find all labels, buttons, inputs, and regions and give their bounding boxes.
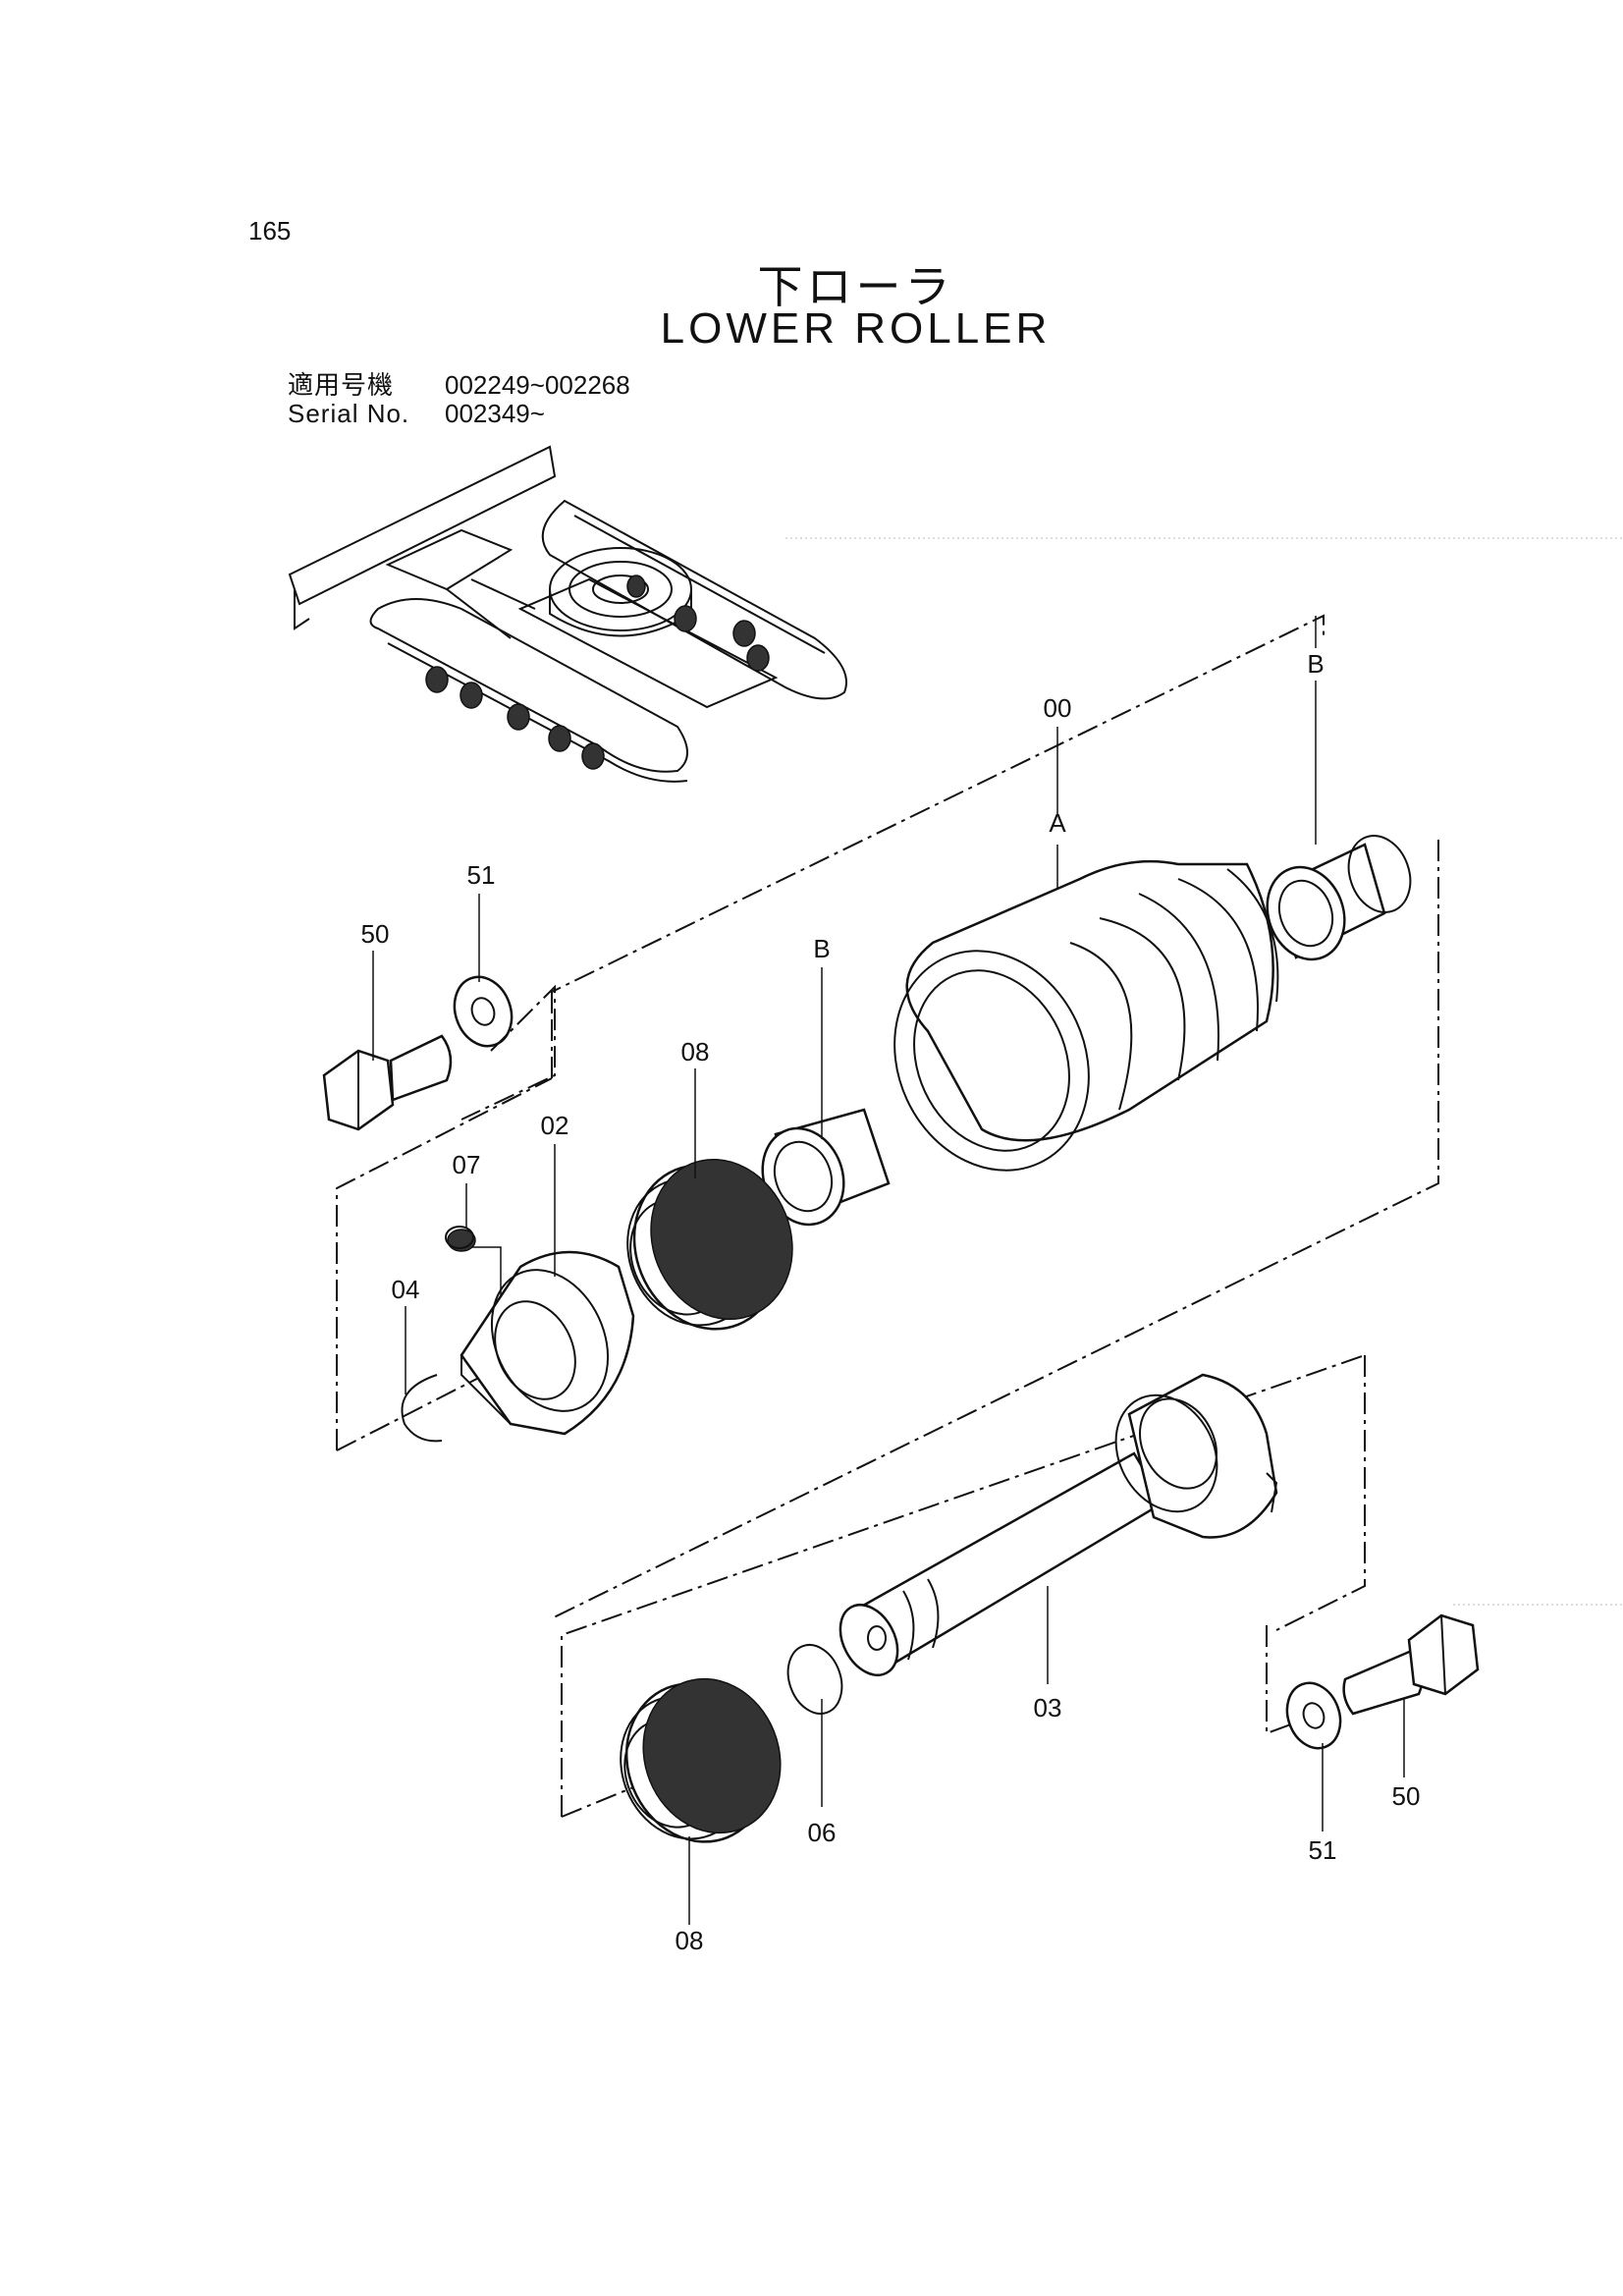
roller-body-part xyxy=(893,859,1279,1172)
lower-group-outline xyxy=(561,1354,1366,1818)
callout-b-right: B xyxy=(1307,649,1324,679)
bolt-washer-bottom xyxy=(1285,1613,1480,1750)
callout-06: 06 xyxy=(808,1818,837,1847)
o-ring-part xyxy=(786,1644,843,1715)
callout-50-top: 50 xyxy=(361,919,390,949)
upper-group-outline xyxy=(336,614,1439,1619)
callout-08-bottom: 08 xyxy=(676,1926,704,1955)
callout-a: A xyxy=(1049,808,1066,838)
shaft-part xyxy=(839,1373,1278,1676)
callout-04: 04 xyxy=(392,1275,420,1304)
callout-51-bottom: 51 xyxy=(1309,1835,1337,1865)
callout-b-left: B xyxy=(813,934,830,963)
leader-lines xyxy=(372,616,1405,1925)
serial-label-en: Serial No. xyxy=(288,399,410,428)
floating-seal-top xyxy=(626,1158,793,1331)
callout-08-top: 08 xyxy=(681,1037,710,1066)
collar-part xyxy=(460,1250,635,1436)
floating-seal-bottom xyxy=(620,1677,782,1843)
bushing-right xyxy=(1266,835,1412,961)
callout-02: 02 xyxy=(541,1111,569,1140)
bushing-left xyxy=(761,1108,891,1227)
undercarriage-overview xyxy=(288,445,847,783)
bolt-washer-top xyxy=(322,975,514,1131)
serial-value-2: 002349~ xyxy=(445,399,545,428)
callout-50-bottom: 50 xyxy=(1392,1781,1421,1811)
serial-block: 適用号機 002249~002268 Serial No. 002349~ xyxy=(288,371,630,428)
callout-00: 00 xyxy=(1044,693,1072,723)
callout-07: 07 xyxy=(453,1150,481,1179)
callout-03: 03 xyxy=(1034,1693,1062,1722)
snap-ring-part xyxy=(401,1374,443,1443)
serial-value-1: 002249~002268 xyxy=(445,370,630,400)
plug-part xyxy=(445,1226,476,1252)
title-english: LOWER ROLLER xyxy=(660,304,1052,353)
title-japanese: 下ローラ xyxy=(757,260,954,313)
page-number: 165 xyxy=(248,216,292,246)
bolt-top-outline xyxy=(460,984,556,1121)
serial-label-jp: 適用号機 xyxy=(288,370,395,400)
callout-51-top: 51 xyxy=(467,860,496,890)
